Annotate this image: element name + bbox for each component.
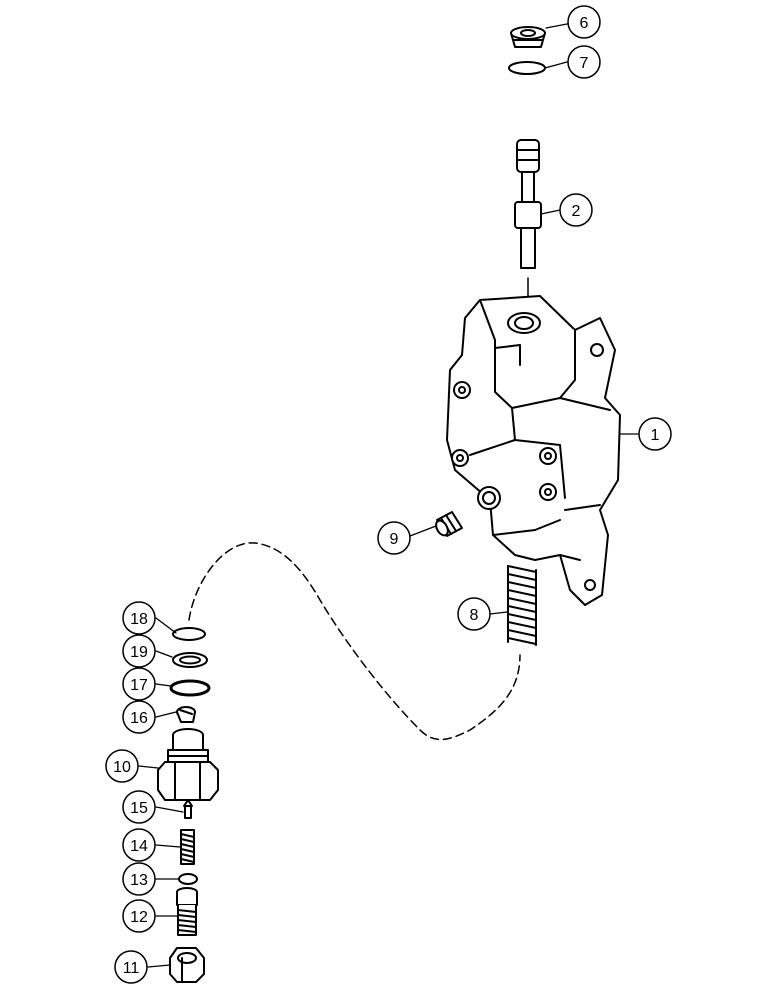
callout-17: 17 [122, 667, 156, 701]
callout-13: 13 [122, 862, 156, 896]
cartridge-part-10 [157, 728, 219, 801]
callout-12: 12 [122, 899, 156, 933]
o-ring-part-17 [169, 679, 211, 697]
callout-7: 7 [567, 45, 601, 79]
callout-8-label: 8 [470, 607, 479, 624]
o-ring-part-7 [508, 61, 546, 75]
callout-18-label: 18 [130, 611, 148, 628]
screw-part-16 [176, 706, 196, 723]
callout-17-label: 17 [130, 677, 148, 694]
callout-6: 6 [567, 5, 601, 39]
o-ring-part-13 [178, 873, 198, 885]
callout-14: 14 [122, 828, 156, 862]
leader-lines [138, 23, 639, 968]
callout-6-label: 6 [580, 15, 589, 32]
callout-9: 9 [377, 521, 411, 555]
callout-16: 16 [122, 700, 156, 734]
callout-8: 8 [457, 597, 491, 631]
callout-10: 10 [105, 749, 139, 783]
callout-2: 2 [559, 193, 593, 227]
backup-ring-part-19 [172, 652, 208, 668]
spool-part-2 [514, 139, 542, 269]
set-screw-part-9 [435, 511, 463, 537]
callout-11-label: 11 [123, 960, 140, 977]
callout-18: 18 [122, 601, 156, 635]
callout-1: 1 [638, 417, 672, 451]
callout-7-label: 7 [580, 55, 589, 72]
plug-part-6 [510, 26, 546, 48]
valve-body-part-1 [446, 295, 621, 606]
callout-13-label: 13 [130, 872, 148, 889]
nut-part-11 [169, 947, 205, 983]
adjusting-screw-part-12 [176, 887, 198, 936]
callout-19-label: 19 [130, 644, 148, 661]
spring-part-8 [507, 565, 537, 646]
callout-9-label: 9 [390, 531, 399, 548]
callout-2-label: 2 [572, 203, 581, 220]
callout-14-label: 14 [130, 838, 148, 855]
dashed-routing-line [188, 542, 521, 741]
callout-12-label: 12 [130, 909, 148, 926]
callout-19: 19 [122, 634, 156, 668]
ring-part-18 [172, 627, 206, 641]
callout-15-label: 15 [130, 800, 148, 817]
spring-part-14 [180, 829, 195, 865]
callout-16-label: 16 [130, 710, 148, 727]
poppet-part-15 [183, 799, 193, 819]
callout-11: 11 [114, 950, 148, 984]
callout-1-label: 1 [651, 427, 660, 444]
callout-15: 15 [122, 790, 156, 824]
callout-10-label: 10 [113, 759, 131, 776]
